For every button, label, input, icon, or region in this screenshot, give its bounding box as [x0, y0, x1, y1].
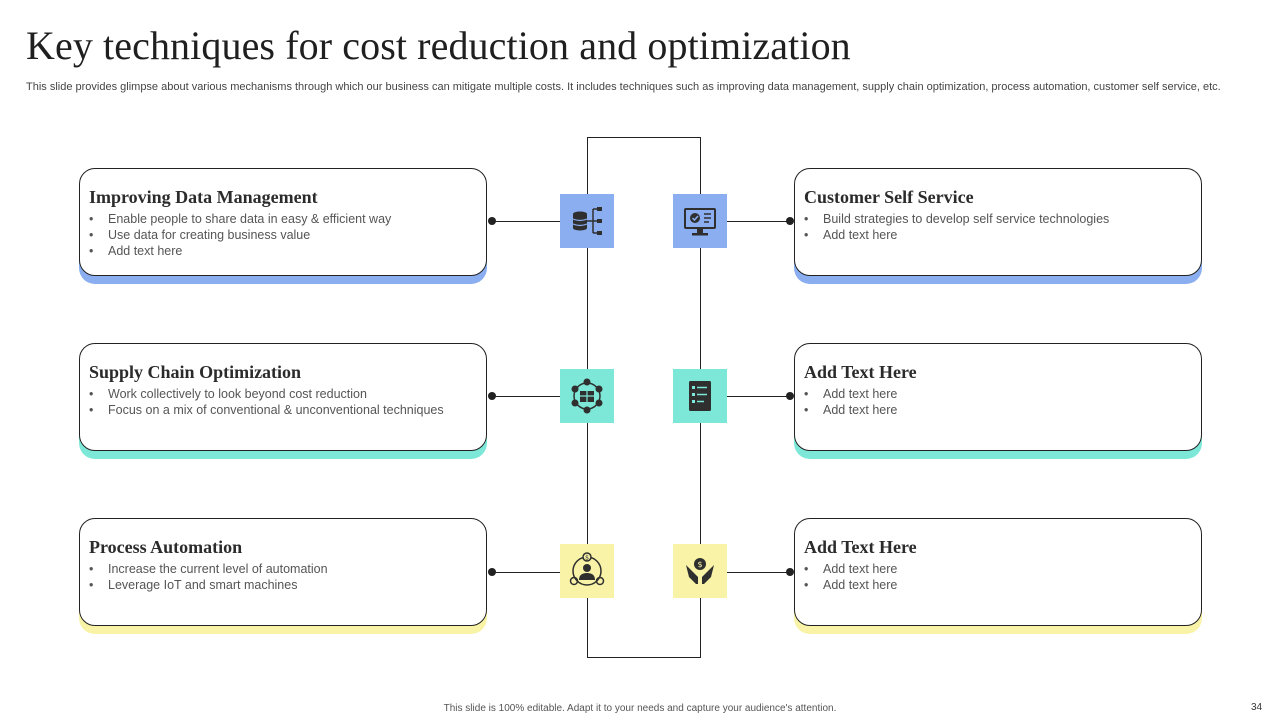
card-bullets: Build strategies to develop self service… [804, 211, 1191, 243]
svg-text:$: $ [697, 560, 702, 569]
connector-row1-left [492, 221, 560, 222]
svg-text:$: $ [585, 555, 589, 562]
connector-row3-right [727, 572, 790, 573]
bullet-item: Leverage IoT and smart machines [89, 577, 476, 593]
card-add-text-here: Add Text Here Add text here Add text her… [794, 518, 1202, 626]
connector-top [587, 137, 701, 138]
card-title: Add Text Here [804, 537, 917, 557]
supply-network-icon [560, 369, 614, 423]
slide-footer: This slide is 100% editable. Adapt it to… [443, 703, 837, 714]
bullet-item: Add text here [804, 402, 1191, 418]
bullet-item: Enable people to share data in easy & ef… [89, 211, 476, 227]
card-improving-data-management: Improving Data Management Enable people … [79, 168, 487, 276]
checklist-icon [673, 369, 727, 423]
connector-dot [488, 217, 496, 225]
slide-title: Key techniques for cost reduction and op… [26, 23, 851, 68]
bullet-item: Work collectively to look beyond cost re… [89, 386, 476, 402]
card-add-text-here: Add Text Here Add text here Add text her… [794, 343, 1202, 451]
card-bullets: Increase the current level of automation… [89, 561, 476, 593]
card-title: Improving Data Management [89, 187, 318, 207]
bullet-item: Add text here [804, 577, 1191, 593]
database-network-icon [560, 194, 614, 248]
monitor-check-icon [673, 194, 727, 248]
connector-row1-right [727, 221, 790, 222]
connector-row3-left [492, 572, 560, 573]
card-process-automation: Process Automation Increase the current … [79, 518, 487, 626]
card-supply-chain-optimization: Supply Chain Optimization Work collectiv… [79, 343, 487, 451]
connector-row2-right [727, 396, 790, 397]
card-title: Customer Self Service [804, 187, 974, 207]
bullet-item: Add text here [89, 243, 476, 259]
connector-dot [488, 392, 496, 400]
hands-coin-icon: $ [673, 544, 727, 598]
connector-dot [786, 392, 794, 400]
card-title: Supply Chain Optimization [89, 362, 302, 382]
bullet-item: Use data for creating business value [89, 227, 476, 243]
connector-dot [786, 568, 794, 576]
user-gear-icon: $ [560, 544, 614, 598]
card-title: Process Automation [89, 537, 243, 557]
page-number: 34 [1251, 702, 1263, 713]
slide-subtitle: This slide provides glimpse about variou… [26, 81, 1221, 93]
bullet-item: Add text here [804, 386, 1191, 402]
card-bullets: Add text here Add text here [804, 386, 1191, 418]
bullet-item: Add text here [804, 561, 1191, 577]
connector-bottom [587, 657, 701, 658]
bullet-item: Build strategies to develop self service… [804, 211, 1191, 227]
connector-row2-left [492, 396, 560, 397]
card-title: Add Text Here [804, 362, 917, 382]
connector-dot [488, 568, 496, 576]
card-bullets: Work collectively to look beyond cost re… [89, 386, 476, 418]
card-bullets: Enable people to share data in easy & ef… [89, 211, 476, 259]
card-customer-self-service: Customer Self Service Build strategies t… [794, 168, 1202, 276]
bullet-item: Add text here [804, 227, 1191, 243]
bullet-item: Focus on a mix of conventional & unconve… [89, 402, 476, 418]
card-bullets: Add text here Add text here [804, 561, 1191, 593]
bullet-item: Increase the current level of automation [89, 561, 476, 577]
connector-dot [786, 217, 794, 225]
